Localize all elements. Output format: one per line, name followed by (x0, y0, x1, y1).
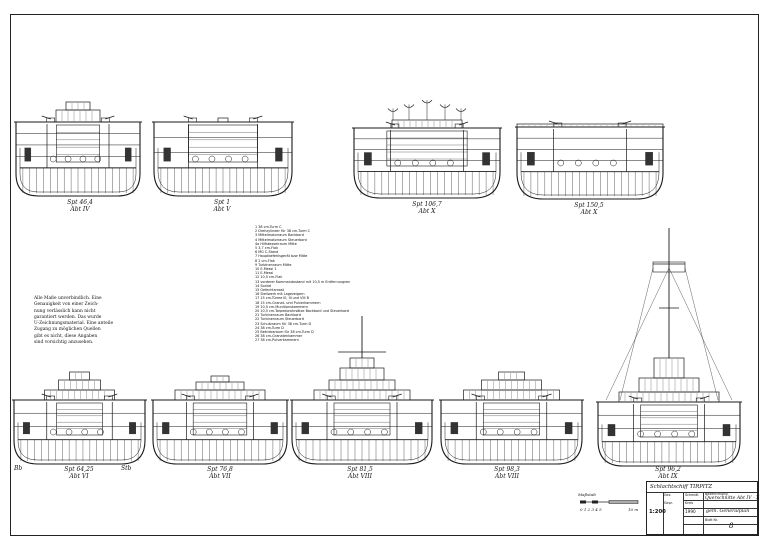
section-label: Spt 96,2 (655, 466, 681, 473)
checked-by: Kreis (685, 501, 694, 505)
section-3 (352, 99, 502, 199)
section-label: Spt 64,25 (64, 466, 94, 473)
legend-entry: 10 E-Messi 1 (255, 267, 277, 272)
note-line: nung verlässlich kann nicht (34, 308, 96, 314)
section-subtitle: Abt VIII (348, 473, 372, 480)
drawn-by: Schmidt (685, 493, 699, 497)
legend-entry: 22 Turbinenraum Steuerbord (255, 317, 304, 322)
legend-entry: 23 Schutzraum für 38 cm-Turm D (255, 321, 312, 326)
section-label: Spt 46,4 (67, 199, 93, 206)
drawing-source: gem. Generalplan (706, 509, 750, 514)
legend-entry: 27 38 cm-Pulverkammern (255, 338, 299, 343)
section-1 (14, 101, 142, 197)
section-2 (152, 115, 294, 197)
section-9 (596, 228, 742, 467)
section-5 (12, 371, 147, 465)
note-line: Alle Maße unverbindlich. Eine (34, 296, 102, 301)
section-label: Spt 150,5 (574, 202, 604, 209)
legend-entry: 19 10,5 cm-Munitionskammern (255, 304, 308, 309)
sheet-frame (10, 14, 759, 536)
drawing-year: 1990 (685, 509, 696, 514)
section-subtitle: Abt IV (70, 206, 90, 213)
note-line: Zugang zu möglichen Quellen (34, 327, 101, 333)
legend-entry: 21 Turbinenraum Backbord (255, 313, 301, 318)
caption-s4: Spt 150,5 Abt X (569, 202, 609, 216)
scale-title: Maßstab (578, 492, 596, 497)
legend-entry: 4a Hilfskesselraum Mitte (255, 241, 297, 246)
legend-entry: 9 Turbinenraum Mitte (255, 262, 292, 267)
legend-entry: 13 vorderer Kommandostand mit 10,5 m Ent… (255, 279, 350, 284)
section-subtitle: Abt VIII (495, 473, 519, 480)
note-line: garantiert werden. Das wurde (34, 314, 102, 320)
section-subtitle: Abt X (418, 208, 436, 215)
note-line: U-Zeichnungsmaterial. Eine anteile (34, 321, 114, 327)
legend-entry: 1 38 cm-Turm C (255, 225, 282, 229)
side-mark-left: Bb (14, 465, 23, 472)
caption-s1: Spt 46,4 Abt IV (60, 199, 100, 213)
scale-bar-graphic (580, 500, 639, 504)
legend-entry: 11 E-Messi (255, 271, 274, 276)
section-label: Spt 1 (213, 199, 231, 206)
legend-entry: 24 38 cm-Turm D (255, 325, 284, 330)
caption-s7: Spt 81,5 Abt VIII (340, 466, 380, 480)
legend-entry: 26 38 cm-Granatenkammer (255, 334, 303, 339)
section-subtitle: Abt X (580, 209, 598, 216)
scale-bar: Maßstab 0 1 2 3 4 5 10 m (578, 492, 643, 516)
legend-entry: 5 3,7 cm-Flak (255, 246, 279, 251)
legend-entry: 6 MG C-Stand (255, 250, 279, 255)
title-block: Schlachtschiff TIRPITZ Bezeichnung Quers… (646, 481, 760, 535)
legend-entry: 2 Drehzylinder für 38 cm-Turm C (255, 229, 311, 234)
title-subject: Querschnitte Abt IV - X (705, 496, 760, 501)
legend-entry: 7 Hauptbefehlsgerät bzw Mitte (255, 254, 308, 259)
section-subtitle: Abt IX (658, 473, 678, 480)
legend-entry: 15 Gefechtsmast (255, 288, 284, 293)
section-7 (290, 316, 434, 465)
caption-s2: Spt 1 Abt V (202, 199, 242, 213)
caption-s6: Spt 76,8 Abt VII (200, 466, 240, 480)
legend-entry: 25 Betriebsraum für 38 cm-Turm D (255, 330, 314, 335)
note-line: gibt es nicht, diese Angaben (34, 333, 98, 339)
scale-ticks: 0 1 2 3 4 5 (580, 507, 602, 512)
caption-s9: Spt 96,2 Abt IX (648, 466, 688, 480)
section-8 (439, 371, 584, 465)
legend-entry: 4 Mittelmotorraum Steuerbord (255, 237, 307, 242)
section-label: Spt 81,5 (347, 466, 373, 473)
note-line: Genauigkeit von einer Zeich- (34, 302, 99, 308)
legend-entry: 20 10,5 cm-Torpedorohrsätze Backbord und… (255, 309, 350, 314)
caption-s5: Spt 64,25 Abt VI (59, 466, 99, 480)
drawn-label: Gez. (664, 493, 672, 497)
drawing-scale: 1:200 (649, 509, 666, 515)
legend-entry: 12 10,5 cm-Flak (255, 275, 283, 280)
section-subtitle: Abt V (213, 206, 231, 213)
sheet-label: Blatt Nr. (705, 518, 718, 522)
section-subtitle: Abt VII (209, 473, 231, 480)
legend-entry: 16 Stellwerk mit Lagezeigern (255, 292, 305, 297)
section-label: Spt 76,8 (207, 466, 233, 473)
section-label: Spt 106,7 (412, 201, 442, 208)
section-label: Spt 98,3 (494, 466, 520, 473)
caption-s8: Spt 98,3 Abt VIII (487, 466, 527, 480)
section-4 (515, 120, 665, 200)
side-mark-right: Stb (121, 465, 132, 472)
section-6 (151, 375, 289, 465)
checked-label: Gepr. (664, 501, 673, 505)
ship-name: Schlachtschiff TIRPITZ (650, 484, 713, 490)
sheet-number: 8 (729, 522, 734, 530)
scale-unit: 10 m (628, 507, 639, 512)
legend-entry: 17 15 cm-Türme III, III und VIII B (255, 296, 309, 301)
section-subtitle: Abt VI (69, 473, 89, 480)
note-line: sind vorsichtig anzusehen. (34, 340, 94, 346)
legend-entry: 14 Sockel (255, 283, 272, 288)
caption-s3: Spt 106,7 Abt X (407, 201, 447, 215)
legend-entry: 8 2 cm-Flak (255, 258, 275, 263)
legend-entry: 18 15 cm-Granat- und Pulverkammern (255, 300, 321, 305)
title-heading: Bezeichnung (705, 492, 728, 496)
legend-entry: 3 Mittelmotorraum Backbord (255, 233, 304, 238)
